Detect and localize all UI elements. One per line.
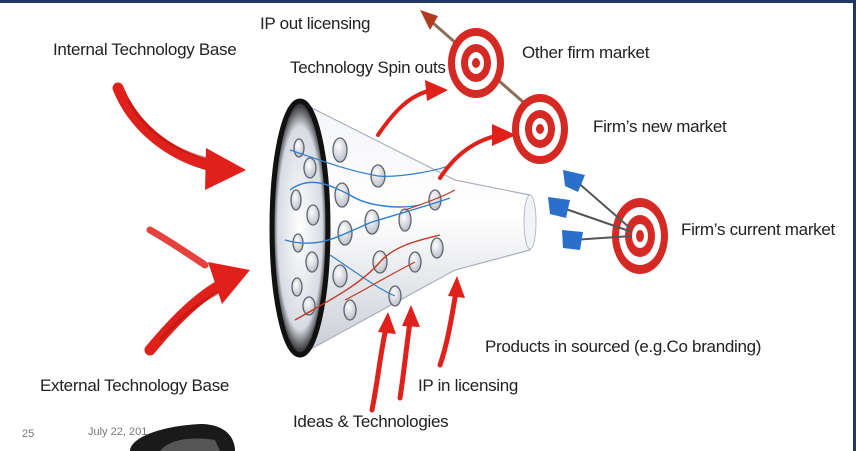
external-arrow-tail (146, 226, 209, 269)
ideas-technologies-label: Ideas & Technologies (293, 412, 449, 431)
external-technology-base-label: External Technology Base (40, 376, 230, 395)
right-border (853, 0, 856, 451)
internal-arrow (112, 82, 246, 190)
firms-current-market-label: Firm’s current market (681, 220, 835, 239)
inflow-arrows (369, 289, 459, 413)
firms-new-market-label: Firm’s new market (593, 117, 727, 136)
inflow-arrowheads (378, 276, 465, 334)
other-firm-market-label: Other firm market (522, 43, 650, 62)
spin-out-arrowheads (425, 80, 516, 146)
slide-date: July 22, 201 (88, 426, 148, 438)
products-insourced-label: Products in sourced (e.g.Co branding) (485, 337, 762, 356)
ip-out-licensing-label: IP out licensing (260, 14, 371, 33)
target-current-market (612, 198, 668, 274)
person-photo (130, 424, 235, 451)
blue-darts (548, 170, 633, 250)
top-border (0, 0, 856, 3)
funnel-paths (284, 149, 456, 321)
ip-in-licensing-label: IP in licensing (418, 376, 519, 395)
slide-number: 25 (22, 428, 35, 440)
funnel (269, 98, 537, 358)
internal-technology-base-label: Internal Technology Base (53, 40, 237, 59)
target-new-market (512, 94, 568, 164)
technology-spin-outs-label: Technology Spin outs (290, 58, 446, 77)
external-arrow (144, 262, 250, 356)
target-other-market (448, 28, 504, 98)
